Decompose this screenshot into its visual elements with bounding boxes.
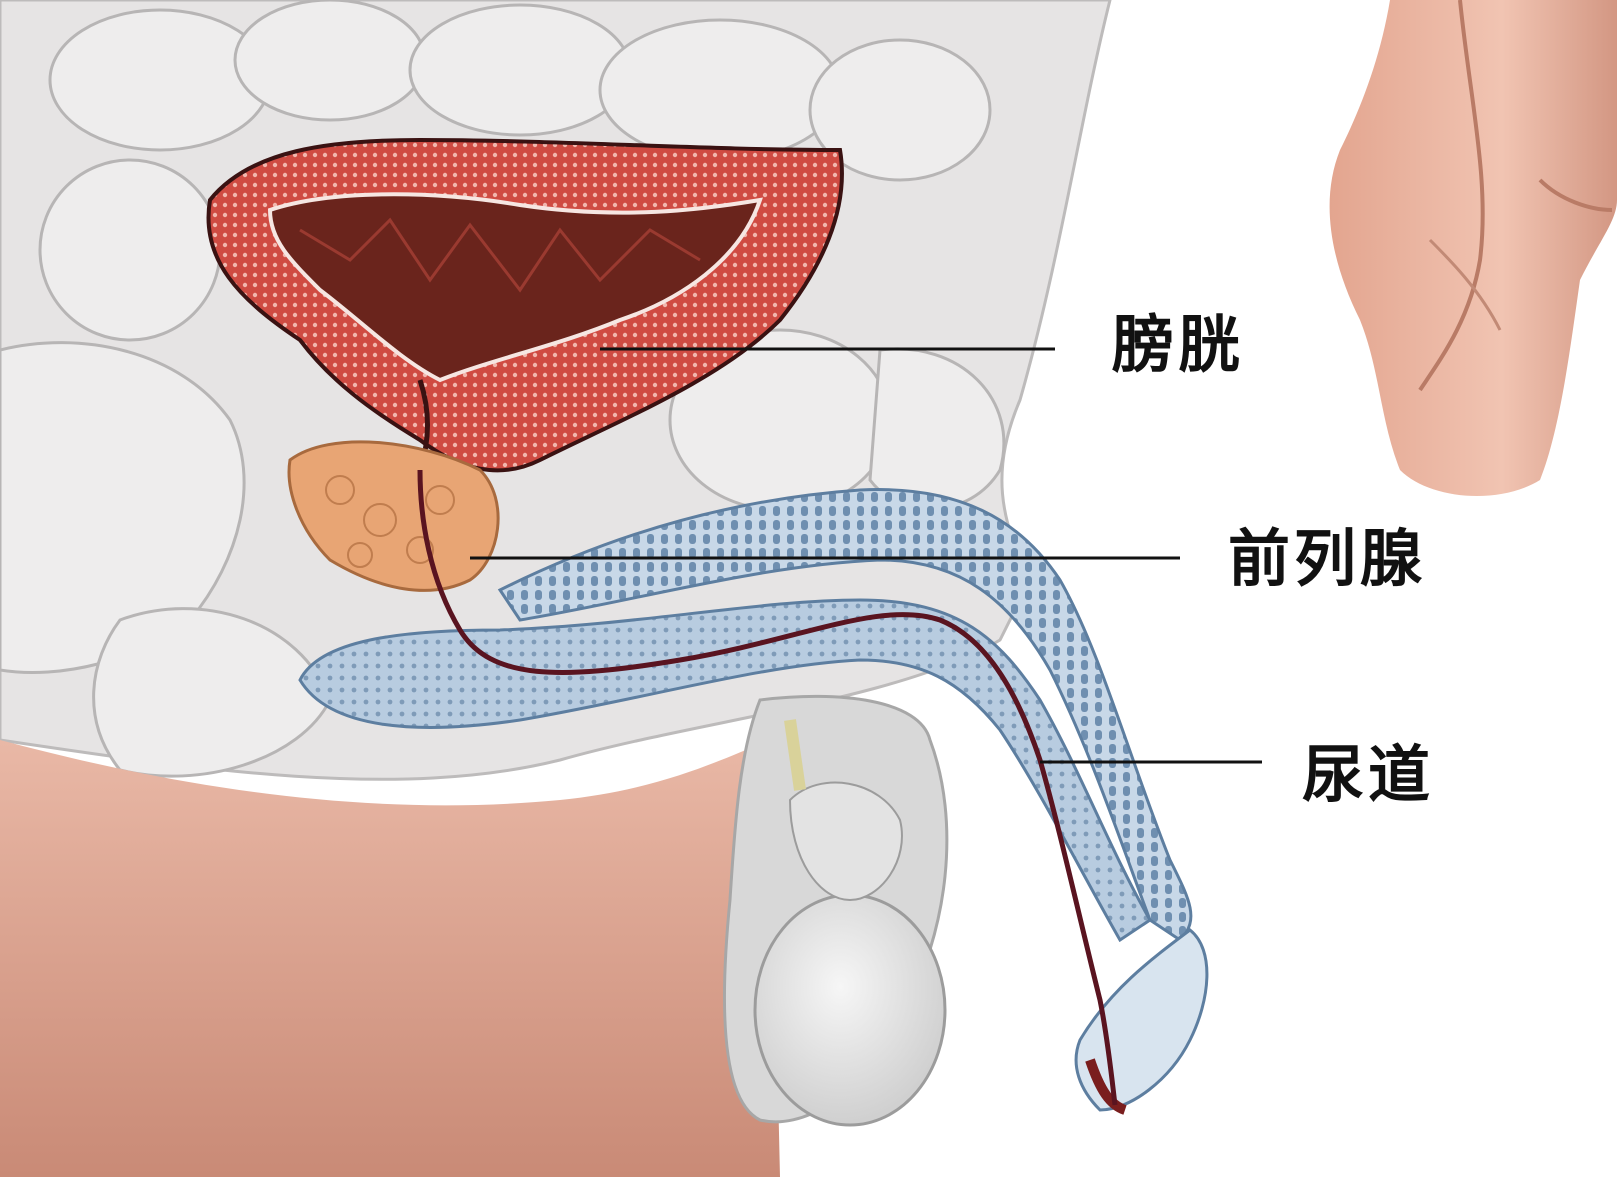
bladder-label: 膀胱 [1112, 314, 1244, 376]
prostate-label: 前列腺 [1228, 528, 1426, 590]
buttock-skin [0, 740, 780, 1177]
testis [755, 895, 945, 1125]
urethra-label: 尿道 [1302, 744, 1434, 806]
